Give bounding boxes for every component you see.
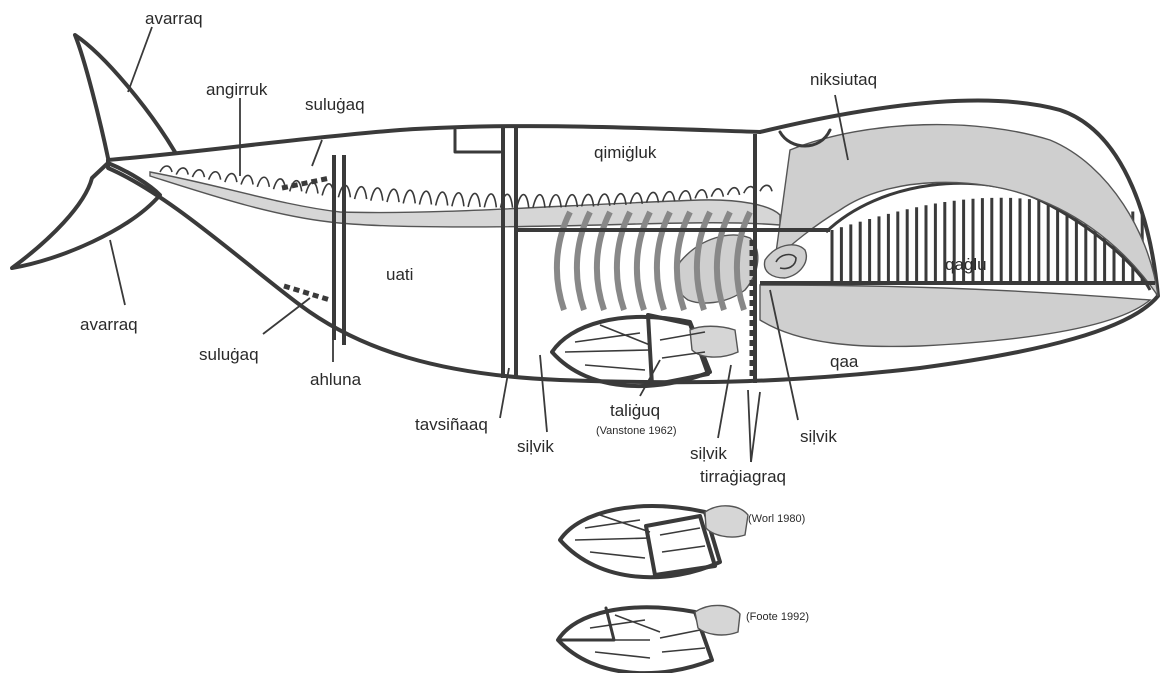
label-angirruk: angirruk <box>206 80 268 99</box>
leader-tirragiagraq-b <box>751 392 760 462</box>
label-tirragiagraq: tirraġiagraq <box>700 467 786 486</box>
vertebra-spine <box>695 190 707 198</box>
vertebra-spine <box>533 195 545 208</box>
vertebra-spine <box>160 166 172 172</box>
vertebra-spine <box>225 174 237 182</box>
label-avarraq-bottom: avarraq <box>80 315 138 334</box>
rib <box>577 212 590 310</box>
vertebra-spine <box>355 187 367 199</box>
vertebra-spine <box>484 194 496 207</box>
leader-suluqaq-top <box>312 140 322 166</box>
vertebra-spine <box>436 192 448 205</box>
vertebra-spine <box>419 191 431 204</box>
label-suluqaq-bottom: suluġaq <box>199 345 259 364</box>
eye-socket <box>764 245 806 278</box>
tail-fluke-upper <box>75 35 175 158</box>
vertebra-spine <box>452 193 464 206</box>
rib <box>617 212 630 310</box>
leader-silvik-2 <box>718 365 731 438</box>
leader-silvik-1 <box>540 355 547 432</box>
vertebra-spine <box>663 192 675 202</box>
label-worl: (Worl 1980) <box>748 513 805 525</box>
label-foote: (Foote 1992) <box>746 611 809 623</box>
label-silvik-2: siḷvik <box>690 444 727 463</box>
leader-avarraq-bottom <box>110 240 125 305</box>
vertebra-spine <box>209 172 221 180</box>
rib <box>597 212 610 310</box>
leader-tirragiagraq-a <box>748 390 751 462</box>
label-silvik-3: siḷvik <box>800 427 837 446</box>
flipper-worl <box>560 506 748 577</box>
lower-jaw-band <box>760 285 1150 347</box>
label-niksiutaq: niksiutaq <box>810 70 877 89</box>
label-silvik-1: siḷvik <box>517 437 554 456</box>
leader-avarraq-top <box>128 27 152 92</box>
rib <box>657 212 670 310</box>
back-notch <box>455 130 500 152</box>
label-qaglu: qaġlu <box>945 255 987 274</box>
vertebra-spine <box>517 195 529 208</box>
seam-upper <box>282 178 330 188</box>
label-tavsinaaq: tavsiñaaq <box>415 415 488 434</box>
vertebra-spine <box>176 168 188 175</box>
vertebra-spine <box>192 170 204 177</box>
rib <box>637 212 650 310</box>
rib <box>557 212 570 310</box>
vertebra-spine <box>387 189 399 202</box>
label-taliguq: taliġuq <box>610 401 660 420</box>
label-avarraq-top: avarraq <box>145 9 203 28</box>
flipper-main <box>552 315 738 386</box>
vertebra-spine <box>549 195 561 208</box>
vertebra-spine <box>711 189 723 197</box>
label-qimigluk: qimiġluk <box>594 143 657 162</box>
leader-suluqaq-bottom <box>263 298 310 334</box>
vertebra-spine <box>403 190 415 203</box>
vertebra-spine <box>257 177 269 187</box>
label-uati: uati <box>386 265 413 284</box>
vertebra-spine <box>371 188 383 201</box>
label-vanstone: (Vanstone 1962) <box>596 425 677 437</box>
vertebra-spine <box>241 175 253 184</box>
vertebra-spine <box>728 188 740 195</box>
label-suluqaq-top: suluġaq <box>305 95 365 114</box>
label-ahluna: ahluna <box>310 370 362 389</box>
vertebra-spine <box>468 193 480 206</box>
flipper-foote <box>558 605 740 673</box>
vertebra-spine <box>760 185 772 191</box>
label-qaa: qaa <box>830 352 859 371</box>
vertebra-spine <box>679 191 691 200</box>
tail-fluke-lower <box>12 163 160 268</box>
